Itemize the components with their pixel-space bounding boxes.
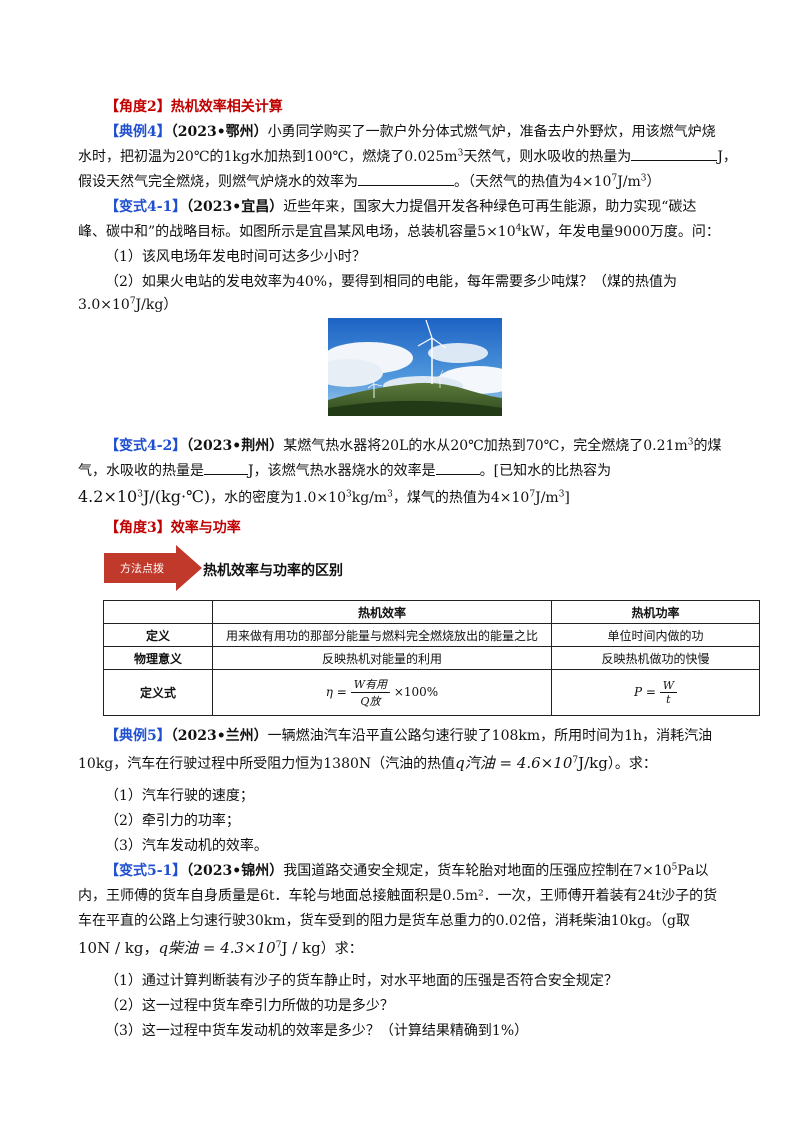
variant51-question1: （1）通过计算判断装有沙子的货车静止时，对水平地面的压强是否符合安全规定？ <box>105 973 618 989</box>
table-cell: 物理意义 <box>103 646 213 670</box>
example5-question1: （1）汽车行驶的速度； <box>105 788 254 804</box>
example5-line2: 10kg，汽车在行驶过程中所受阻力恒为1380N（汽油的热值q汽油 = 4.6×… <box>78 754 657 772</box>
method-arrow-label: 方法点拨 <box>120 561 164 575</box>
table-cell: 反映热机做功的快慢 <box>551 646 760 670</box>
table-cell <box>103 600 213 624</box>
table-cell: 用来做有用功的那部分能量与燃料完全燃烧放出的能量之比 <box>212 623 552 647</box>
table-header: 热机功率 <box>551 600 760 624</box>
wind-farm-photo <box>328 318 502 416</box>
answer-blank[interactable] <box>358 171 454 186</box>
variant41-question2-cont: 3.0×107J/kg） <box>78 296 178 313</box>
answer-blank[interactable] <box>435 460 480 475</box>
example4-line3: 假设天然气完全燃烧，则燃气炉烧水的效率为。（天然气的热值为4×107J/m3） <box>78 171 661 193</box>
variant51-line4: 10N / kg，q柴油 = 4.3×107J / kg）求： <box>78 939 363 957</box>
answer-blank[interactable] <box>631 146 718 161</box>
table-cell: 反映热机对能量的利用 <box>212 646 552 670</box>
variant41-line1: 【变式4-1】（2023•宜昌）近些年来，国家大力提倡开发各种绿色可再生能源，助… <box>105 199 697 215</box>
variant42-line1: 【变式4-2】（2023•荆州）某燃气热水器将20L的水从20℃加热到70℃，完… <box>105 437 722 454</box>
table-header-row: 热机效率 热机功率 <box>103 600 760 624</box>
variant51-line1: 【变式5-1】（2023•锦州）我国道路交通安全规定，货车轮胎对地面的压强应控制… <box>105 862 709 879</box>
example5-question2: （2）牵引力的功率； <box>105 813 240 829</box>
method-title: 热机效率与功率的区别 <box>203 563 343 579</box>
answer-blank[interactable] <box>204 460 248 475</box>
variant41-question1: （1）该风电场年发电时间可达多少小时？ <box>105 249 366 265</box>
table-cell: 定义式 <box>103 669 213 716</box>
variant51-line2: 内，王师傅的货车自身质量是6t．车轮与地面总接触面积是0.5m²．一次，王师傅开… <box>78 888 718 904</box>
comparison-table: 热机效率 热机功率 定义 用来做有用功的那部分能量与燃料完全燃烧放出的能量之比 … <box>103 600 760 716</box>
variant51-question3: （3）这一过程中货车发动机的效率是多少？（计算结果精确到1%） <box>105 1023 529 1039</box>
table-cell: 单位时间内做的功 <box>551 623 760 647</box>
method-arrow: 方法点拨 <box>104 545 202 591</box>
variant42-line3: 4.2×103J/(kg·℃)，水的密度为1.0×103kg/m3，煤气的热值为… <box>78 487 570 506</box>
variant41-question2: （2）如果火电站的发电效率为40%，要得到相同的电能，每年需要多少吨煤？（煤的热… <box>105 274 678 290</box>
example5-line1: 【典例5】（2023•兰州）一辆燃油汽车沿平直公路匀速行驶了108km，所用时间… <box>105 728 713 744</box>
angle3-heading: 【角度3】效率与功率 <box>105 520 241 536</box>
table-row: 定义 用来做有用功的那部分能量与燃料完全燃烧放出的能量之比 单位时间内做的功 <box>103 623 760 647</box>
example5-question3: （3）汽车发动机的效率。 <box>105 838 268 854</box>
angle2-heading: 【角度2】热机效率相关计算 <box>105 99 283 115</box>
variant41-line2: 峰、碳中和”的战略目标。如图所示是宜昌某风电场，总装机容量5×104kW，年发电… <box>78 223 720 240</box>
table-row: 物理意义 反映热机对能量的利用 反映热机做功的快慢 <box>103 646 760 670</box>
variant51-line3: 车在平直的公路上匀速行驶30km，货车受到的阻力是货车总重力的0.02倍，消耗柴… <box>78 913 690 929</box>
example4-line1: 【典例4】（2023•鄂州）小勇同学购买了一款户外分体式燃气炉，准备去户外野炊，… <box>105 124 716 140</box>
table-header: 热机效率 <box>212 600 552 624</box>
example4-line2: 水时，把初温为20℃的1kg水加热到100℃，燃烧了0.025m3天然气，则水吸… <box>78 146 737 168</box>
variant51-question2: （2）这一过程中货车牵引力所做的功是多少？ <box>105 998 394 1014</box>
table-cell: 定义 <box>103 623 213 647</box>
